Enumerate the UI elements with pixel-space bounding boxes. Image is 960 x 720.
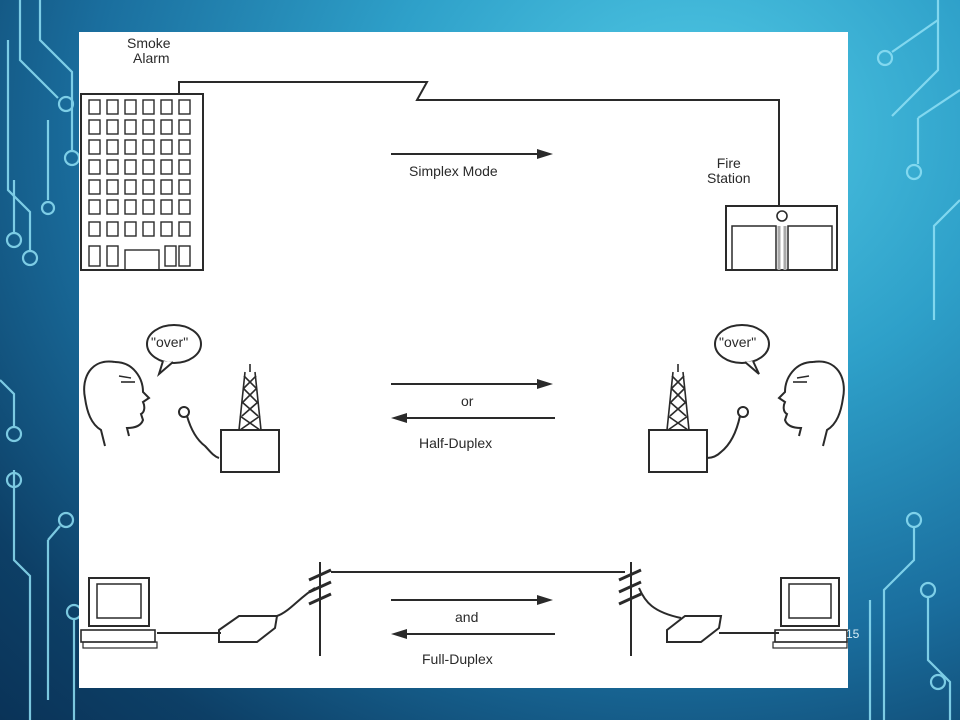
right-microphone-icon bbox=[737, 406, 749, 418]
left-speech-bubble bbox=[146, 324, 202, 364]
right-modem-icon bbox=[666, 615, 723, 643]
full-duplex-connector-label: and bbox=[455, 609, 479, 625]
diagram-drawing bbox=[80, 81, 848, 656]
communication-modes-figure: Smoke Alarm Simplex Mode Fire Station "o… bbox=[79, 32, 848, 688]
right-tower-icon bbox=[666, 364, 690, 431]
right-speech-text: "over" bbox=[719, 334, 757, 350]
fire-station-label: Fire Station bbox=[707, 156, 751, 186]
left-radio-icon bbox=[220, 429, 280, 473]
left-person-icon bbox=[83, 360, 116, 447]
left-speech-text: "over" bbox=[151, 334, 189, 350]
left-monitor-icon bbox=[88, 577, 150, 627]
left-modem-icon bbox=[218, 615, 279, 643]
slide-page-number: 15 bbox=[846, 627, 860, 641]
half-duplex-label: Half-Duplex bbox=[419, 435, 493, 451]
simplex-wire bbox=[178, 81, 780, 206]
half-duplex-connector-label: or bbox=[461, 393, 474, 409]
right-computer-base bbox=[774, 629, 848, 643]
right-monitor-icon bbox=[780, 577, 840, 627]
fire-station-label-line2: Station bbox=[707, 170, 751, 186]
left-microphone-icon bbox=[178, 406, 190, 418]
fire-station-label-line1: Fire bbox=[716, 155, 741, 171]
fire-station-icon bbox=[725, 205, 838, 271]
right-speech-bubble bbox=[714, 324, 770, 364]
left-computer-base bbox=[80, 629, 156, 643]
right-radio-icon bbox=[648, 429, 708, 473]
simplex-mode-label: Simplex Mode bbox=[409, 163, 498, 179]
right-person-icon bbox=[812, 360, 845, 447]
smoke-alarm-label: Smoke Alarm bbox=[127, 36, 171, 66]
left-tower-icon bbox=[238, 364, 262, 431]
smoke-alarm-label-line1: Smoke bbox=[127, 35, 171, 51]
building-windows bbox=[88, 99, 191, 271]
full-duplex-label: Full-Duplex bbox=[422, 651, 493, 667]
smoke-alarm-label-line2: Alarm bbox=[133, 50, 170, 66]
